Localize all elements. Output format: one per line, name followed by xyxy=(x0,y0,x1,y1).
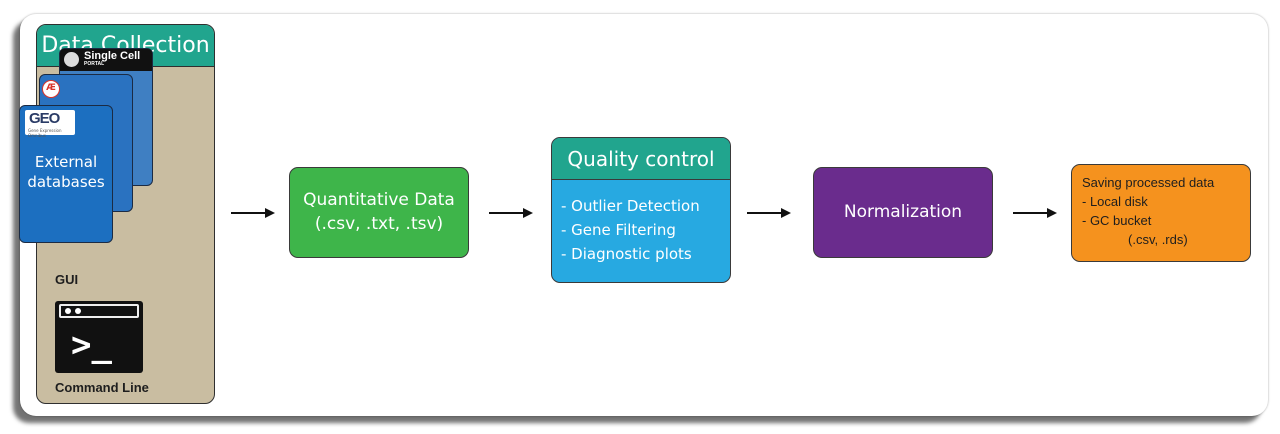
normalization-title: Normalization xyxy=(843,202,963,222)
saving-item-local-disk: - Local disk xyxy=(1082,194,1148,209)
geo-logo: GEO Gene Expression Omnibus xyxy=(25,110,75,138)
geo-logo-subtext: Gene Expression Omnibus xyxy=(28,128,62,138)
single-cell-icon xyxy=(64,52,79,67)
arrow-right-icon xyxy=(231,208,275,218)
arrow-right-icon xyxy=(489,208,533,218)
single-cell-portal-logo: Single Cell PORTAL xyxy=(60,49,152,71)
quality-control-title: Quality control xyxy=(552,138,730,180)
quantitative-data-title: Quantitative Data xyxy=(303,190,455,210)
single-cell-logo-subtext: PORTAL xyxy=(84,61,105,67)
geo-logo-text: GEO xyxy=(29,110,60,127)
terminal-icon: >_ xyxy=(55,301,143,373)
terminal-dot xyxy=(65,308,71,314)
arrow-right-icon xyxy=(1013,208,1057,218)
saving-item-gc-bucket: - GC bucket xyxy=(1082,213,1152,228)
external-databases-label: External databases xyxy=(27,153,105,191)
command-line-label: Command Line xyxy=(55,380,149,395)
arrow-right-icon xyxy=(747,208,791,218)
quantitative-data-box: Quantitative Data (.csv, .txt, .tsv) xyxy=(289,167,469,258)
quantitative-data-formats: (.csv, .txt, .tsv) xyxy=(314,214,444,234)
saving-formats: (.csv, .rds) xyxy=(1128,232,1188,247)
terminal-prompt-glyph: >_ xyxy=(71,325,112,365)
terminal-dot xyxy=(75,308,81,314)
single-cell-logo-text: Single Cell xyxy=(84,50,141,62)
quality-control-box: Quality control - Outlier Detection - Ge… xyxy=(551,137,731,283)
normalization-box: Normalization xyxy=(813,167,993,258)
terminal-titlebar xyxy=(59,304,139,318)
gui-label: GUI xyxy=(55,272,79,287)
qc-item-diagnostic-plots: - Diagnostic plots xyxy=(561,245,692,263)
quality-control-list: - Outlier Detection - Gene Filtering - D… xyxy=(552,180,730,266)
arrayexpress-logo-icon: Æ xyxy=(42,80,60,98)
saving-processed-data-box: Saving processed data - Local disk - GC … xyxy=(1071,164,1251,262)
qc-item-gene-filtering: - Gene Filtering xyxy=(561,221,676,239)
qc-item-outlier-detection: - Outlier Detection xyxy=(561,197,700,215)
saving-title: Saving processed data xyxy=(1082,175,1215,190)
